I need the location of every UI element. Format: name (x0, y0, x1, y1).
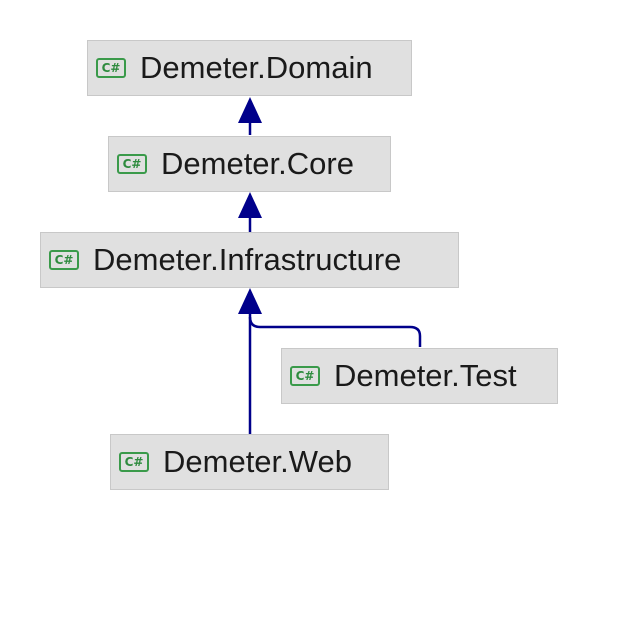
csharp-project-icon: C# (290, 366, 320, 386)
csharp-project-icon: C# (117, 154, 147, 174)
arrowhead-infrastructure (238, 288, 262, 314)
node-demeter-test[interactable]: C# Demeter.Test (281, 348, 558, 404)
node-label: Demeter.Test (334, 358, 517, 393)
node-label: Demeter.Web (163, 444, 352, 479)
node-label: Demeter.Core (161, 146, 354, 181)
node-demeter-core[interactable]: C# Demeter.Core (108, 136, 391, 192)
csharp-project-icon: C# (49, 250, 79, 270)
node-demeter-domain[interactable]: C# Demeter.Domain (87, 40, 412, 96)
csharp-project-icon: C# (119, 452, 149, 472)
csharp-project-icon: C# (96, 58, 126, 78)
node-label: Demeter.Infrastructure (93, 242, 402, 277)
node-label: Demeter.Domain (140, 50, 373, 85)
arrowhead-domain (238, 97, 262, 123)
edge-test-to-infrastructure (248, 316, 422, 347)
node-demeter-web[interactable]: C# Demeter.Web (110, 434, 389, 490)
arrowhead-core (238, 192, 262, 218)
node-demeter-infrastructure[interactable]: C# Demeter.Infrastructure (40, 232, 459, 288)
